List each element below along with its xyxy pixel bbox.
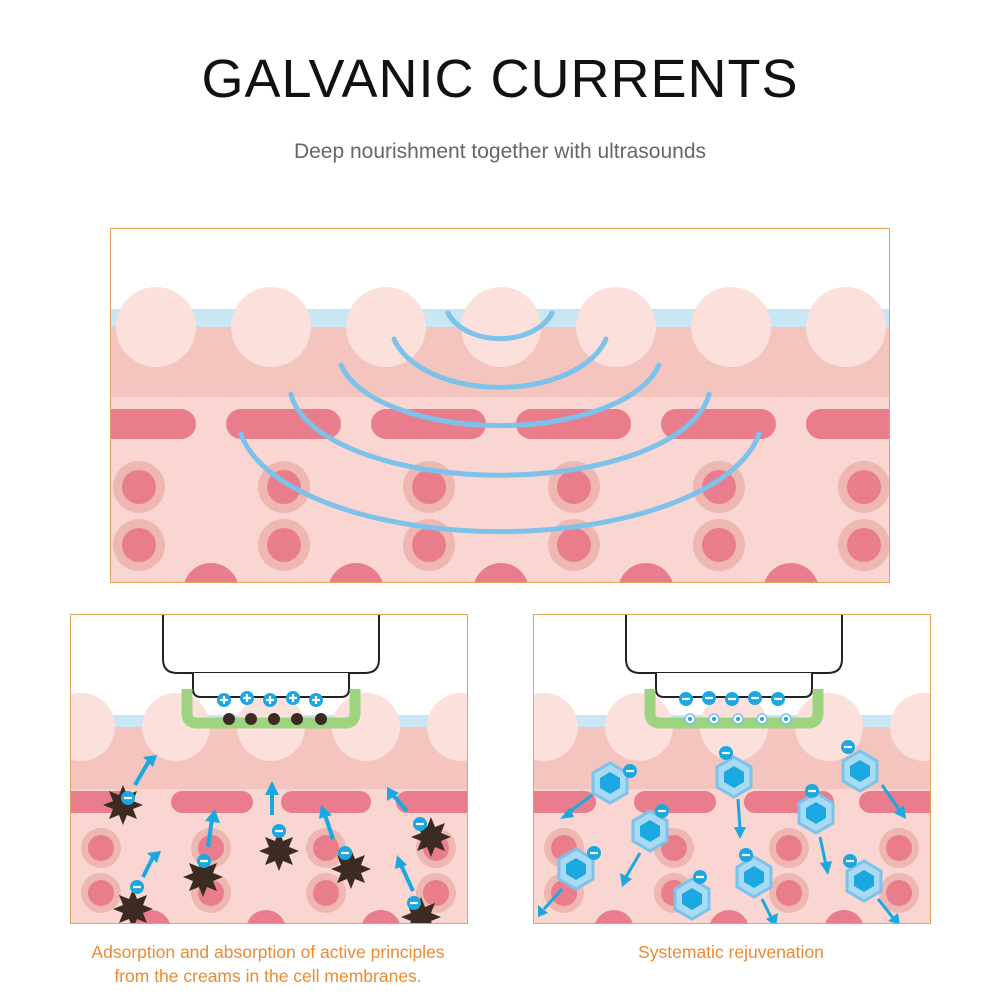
minus-icon (587, 740, 857, 884)
right-caption: Systematic rejuvenation (503, 940, 959, 964)
arrow-icon (538, 784, 906, 923)
page-title: GALVANIC CURRENTS (201, 49, 799, 109)
arrow-icon (133, 755, 415, 892)
plus-icon (217, 691, 323, 707)
bottom-cells (184, 563, 818, 582)
negative-electrode-panel (533, 614, 931, 924)
minus-icon (121, 791, 427, 910)
page-subtitle: Deep nourishment together with ultrasoun… (293, 140, 707, 163)
hex-molecules (557, 749, 883, 921)
minus-icon (679, 691, 785, 706)
device-head (625, 615, 843, 698)
left-caption-line-2: from the creams in the cell membranes. (114, 966, 422, 986)
ultrasound-panel (110, 228, 890, 583)
left-caption: Adsorption and absorption of active prin… (40, 940, 496, 988)
right-caption-line-1: Systematic rejuvenation (638, 942, 824, 962)
ultrasound-waves (238, 310, 762, 535)
positive-electrode-panel (70, 614, 468, 924)
cells-row-1 (113, 461, 889, 513)
negative-electrode-illustration (534, 615, 930, 923)
left-caption-line-1: Adsorption and absorption of active prin… (91, 942, 445, 962)
epidermis-bumps (116, 287, 886, 367)
cells-row-2 (113, 519, 889, 571)
device-head (162, 615, 380, 698)
capillaries (111, 409, 889, 439)
neutral-dots (684, 713, 792, 725)
ultrasound-illustration (111, 287, 889, 582)
positive-electrode-illustration (71, 615, 467, 923)
